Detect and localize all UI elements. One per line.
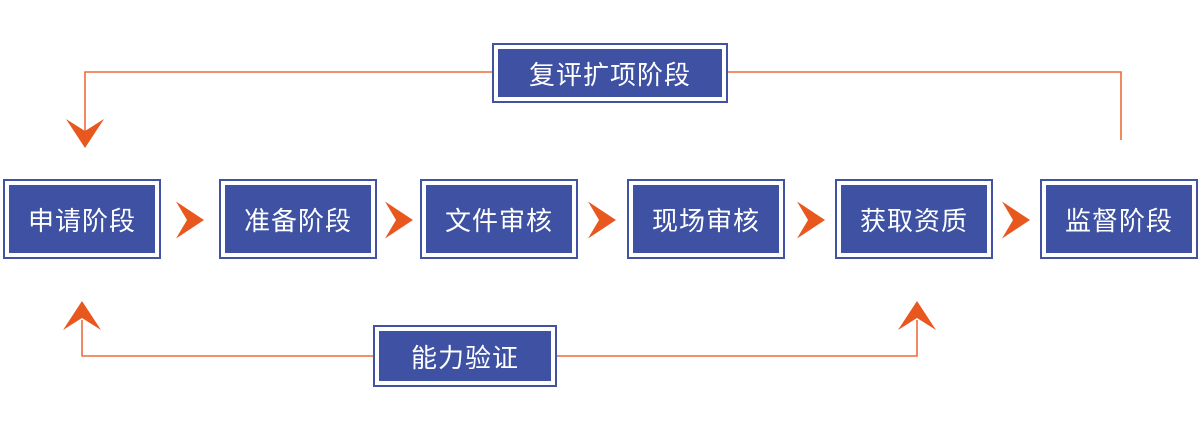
chevron-right-icon-5 — [1002, 201, 1030, 239]
flow-node-label: 准备阶段 — [243, 205, 352, 236]
flow-node-onsite-review: 现场审核 — [627, 179, 785, 259]
flow-node-label: 监督阶段 — [1064, 205, 1173, 236]
flow-node-label: 复评扩项阶段 — [528, 59, 691, 90]
flow-node-proficiency-testing: 能力验证 — [373, 325, 557, 387]
flow-node-document-review: 文件审核 — [420, 179, 578, 259]
chevron-right-icon-4 — [797, 201, 825, 239]
flow-node-label: 现场审核 — [651, 205, 760, 236]
flow-node-obtain-qualification: 获取资质 — [835, 179, 993, 259]
flow-node-application-stage: 申请阶段 — [3, 179, 161, 259]
chevron-right-icon-2 — [385, 201, 413, 239]
flow-node-reassessment-expansion-stage: 复评扩项阶段 — [492, 43, 728, 103]
flow-node-preparation-stage: 准备阶段 — [219, 179, 377, 259]
arrowhead-up-left-icon — [63, 301, 101, 330]
arrowhead-down-icon — [66, 119, 104, 148]
flow-node-label: 能力验证 — [410, 342, 519, 373]
flow-node-label: 申请阶段 — [27, 205, 136, 236]
chevron-right-icon-3 — [588, 201, 616, 239]
flow-node-label: 文件审核 — [444, 205, 553, 236]
flow-node-supervision-stage: 监督阶段 — [1040, 179, 1198, 259]
arrowhead-up-right-icon — [898, 301, 936, 330]
flow-node-label: 获取资质 — [859, 205, 968, 236]
chevron-right-icon-1 — [176, 201, 204, 239]
